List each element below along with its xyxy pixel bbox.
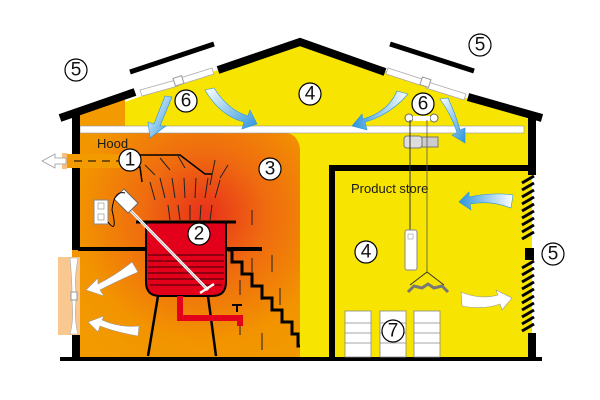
marker-number: 5 xyxy=(475,35,486,56)
roof-fan-right xyxy=(385,67,467,101)
marker-6-left: 6 xyxy=(174,89,198,113)
marker-number: 5 xyxy=(71,60,82,81)
hood-label: Hood xyxy=(97,136,128,151)
marker-7-barrels: 7 xyxy=(381,319,405,343)
marker-number: 3 xyxy=(265,159,276,180)
marker-number: 2 xyxy=(194,224,205,245)
attic-left-orange xyxy=(80,98,125,126)
airflow-arrow-out-left xyxy=(85,261,139,297)
marker-2-kettle: 2 xyxy=(187,222,211,246)
marker-4-store: 4 xyxy=(354,240,378,264)
airflow-arrow-in-left xyxy=(87,315,140,337)
roof-right xyxy=(466,93,544,122)
marker-number: 6 xyxy=(418,94,429,115)
marker-5-top-right: 5 xyxy=(468,33,492,57)
hoist xyxy=(403,113,450,294)
marker-number: 4 xyxy=(361,242,372,263)
product-store-label: Product store xyxy=(351,181,428,196)
marker-5-top-left: 5 xyxy=(64,58,88,82)
vent-cap-left xyxy=(129,41,215,75)
right-wall-mid-block xyxy=(525,248,534,260)
louvre-lower xyxy=(521,259,535,333)
product-store-wall xyxy=(329,165,528,358)
airflow-arrow-store-out xyxy=(460,289,513,311)
marker-number: 7 xyxy=(388,321,399,342)
wall-fan-hub xyxy=(70,291,78,301)
airflow-arrow-store-in xyxy=(458,191,514,211)
marker-1-hood: 1 xyxy=(118,148,142,172)
roof-mid xyxy=(216,37,387,76)
airflow-arrow-down-left xyxy=(147,95,173,139)
vent-cap-right xyxy=(389,41,475,74)
louvre-upper xyxy=(521,174,535,241)
staircase xyxy=(228,248,300,348)
marker-number: 5 xyxy=(548,244,559,265)
airflow-arrow-down-right xyxy=(439,97,466,144)
agitator xyxy=(113,188,215,295)
airflow-arrow-left xyxy=(351,90,409,131)
roof-fan-left xyxy=(139,67,215,97)
marker-3-hot-zone: 3 xyxy=(258,157,282,181)
roof-left xyxy=(58,88,137,122)
marker-6-right: 6 xyxy=(411,92,435,116)
marker-4-roof: 4 xyxy=(298,82,322,106)
exhaust-outflow-arrow xyxy=(41,153,67,169)
marker-number: 1 xyxy=(125,150,136,171)
marker-5-right-wall: 5 xyxy=(541,242,565,266)
exhaust-duct xyxy=(62,154,132,168)
marker-number: 4 xyxy=(305,84,316,105)
marker-number: 6 xyxy=(181,91,192,112)
airflow-arrow-right xyxy=(204,87,258,130)
control-box xyxy=(93,192,126,227)
